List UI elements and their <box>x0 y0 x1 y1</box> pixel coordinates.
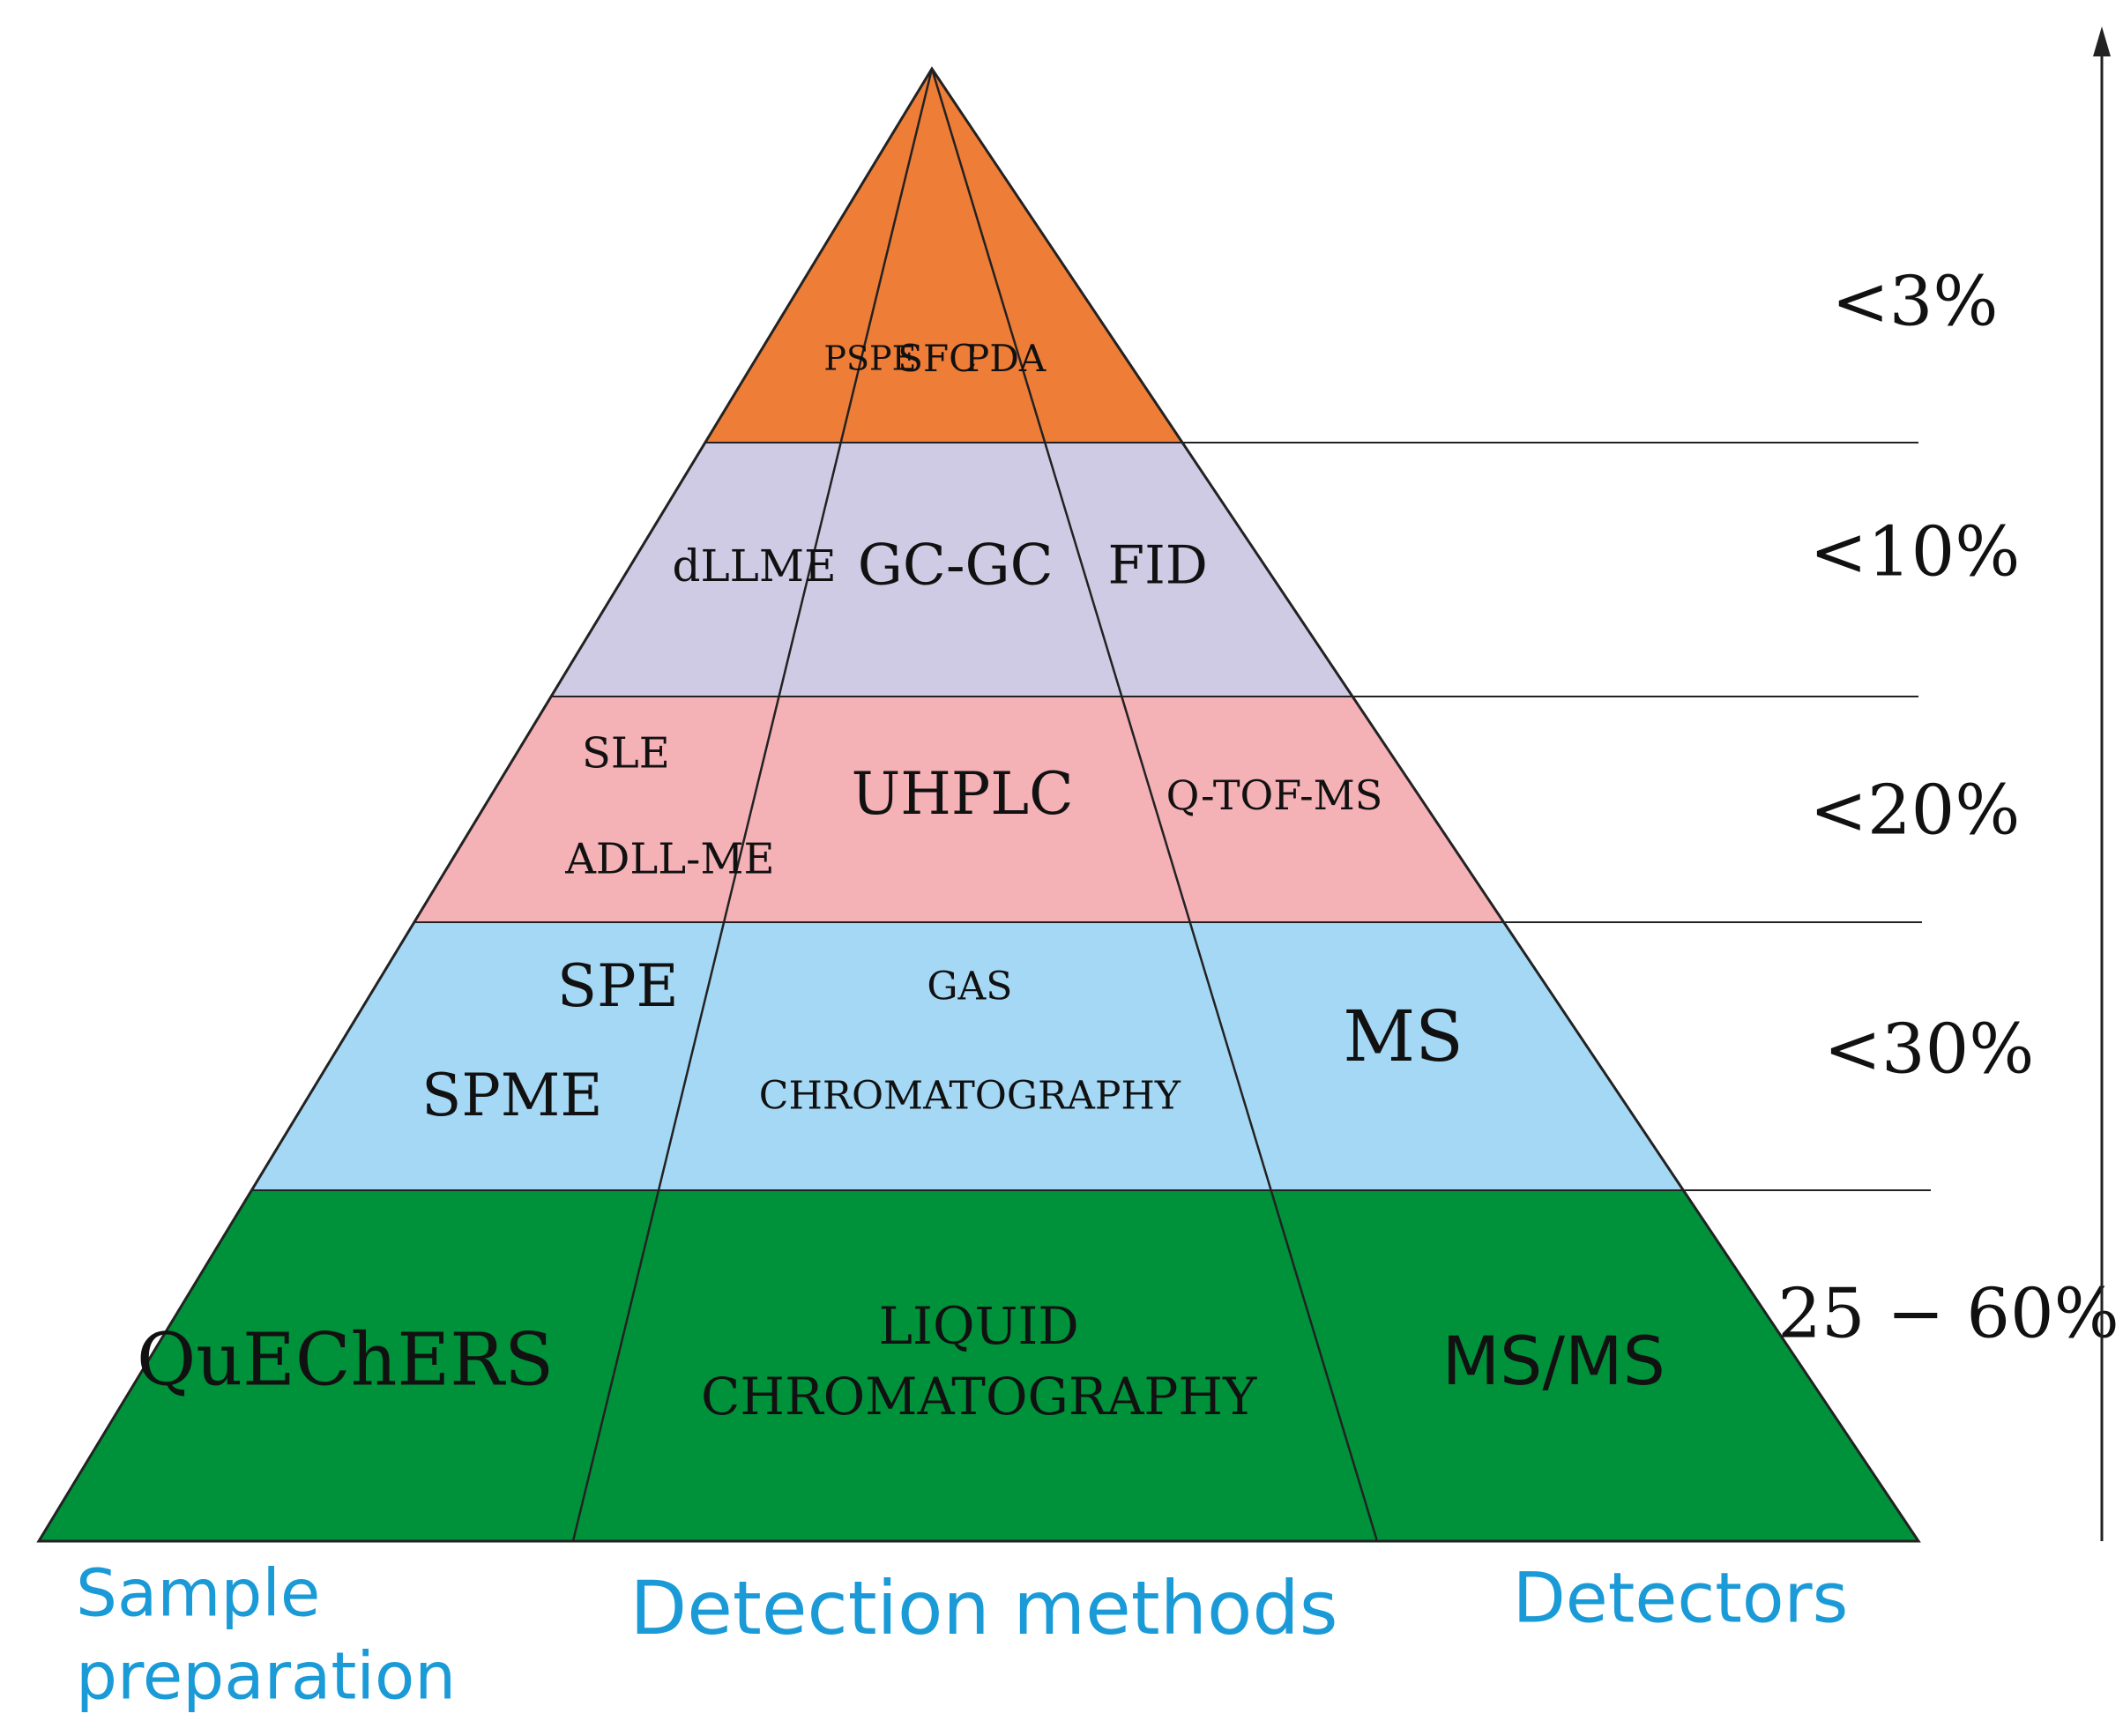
tier-1-cell-2-line-1: SFC <box>898 337 977 380</box>
column-divider-2 <box>930 68 1379 1542</box>
tier-3-cell-1-line-1: SLE <box>582 729 670 779</box>
vertical-arrow <box>2093 26 2111 1541</box>
tier-1-cell-1-line-1: PSPE <box>823 339 916 378</box>
detection-methods-label: Detection methods <box>630 1565 1338 1651</box>
percent-guide-lines <box>1182 442 1931 1191</box>
pyramid-outline <box>36 66 1921 1543</box>
tier-3-cell-3-line-1: Q-TOF-MS <box>1166 771 1383 819</box>
tier-4-cell-1-line-2: SPME <box>421 1062 602 1129</box>
tier-2-percent: <10% <box>1810 513 2021 592</box>
pyramid-tiers <box>36 66 1921 1543</box>
tier-5-cell-3-line-1: MS/MS <box>1442 1322 1665 1400</box>
column-labels: Sample preparation Detection methods Det… <box>76 1556 1848 1715</box>
sample-preparation-label-line1: Sample <box>76 1556 320 1632</box>
tier-1-percent: <3% <box>1831 263 1998 342</box>
tier-5-cell-1-line-1: QuEChERS <box>137 1319 554 1403</box>
detectors-label: Detectors <box>1513 1559 1849 1638</box>
tier-4-percent: <30% <box>1824 1010 2035 1090</box>
tier-4-cell-2-line-1: GAS <box>927 965 1012 1010</box>
tier-4-band <box>250 921 1686 1191</box>
tier-2-cell-2-line-1: GC-GC <box>858 533 1054 599</box>
tier-3-cell-1-line-2: ADLL-ME <box>564 835 774 884</box>
sample-preparation-label-line2: preparation <box>76 1639 456 1715</box>
tier-4-cell-3-line-1: MS <box>1343 995 1464 1077</box>
column-dividers <box>571 68 1379 1542</box>
tier-3-cell-2-line-1: UHPLC <box>852 760 1074 828</box>
tier-2-cell-3-line-1: FID <box>1107 535 1207 597</box>
tier-1-band <box>704 67 1184 443</box>
tier-4-cell-1-line-1: SPE <box>557 952 679 1020</box>
tier-5-percent: 25 − 60% <box>1777 1275 2119 1354</box>
tier-5-cell-2-line-2: CHROMATOGRAPHY <box>701 1367 1257 1427</box>
tier-4-cell-2-line-2: CHROMATOGRAPHY <box>759 1074 1181 1119</box>
tier-1-cell-3-line-1: PDA <box>965 337 1047 380</box>
tier-2-cell-1-line-1: dLLME <box>672 540 836 592</box>
tier-3-percent: <20% <box>1810 771 2021 851</box>
column-divider-1 <box>571 68 934 1542</box>
tier-5-cell-2-line-1: LIQUID <box>879 1296 1079 1356</box>
percent-labels: <3% <10% <20% <30% 25 − 60% <box>1777 263 2119 1354</box>
